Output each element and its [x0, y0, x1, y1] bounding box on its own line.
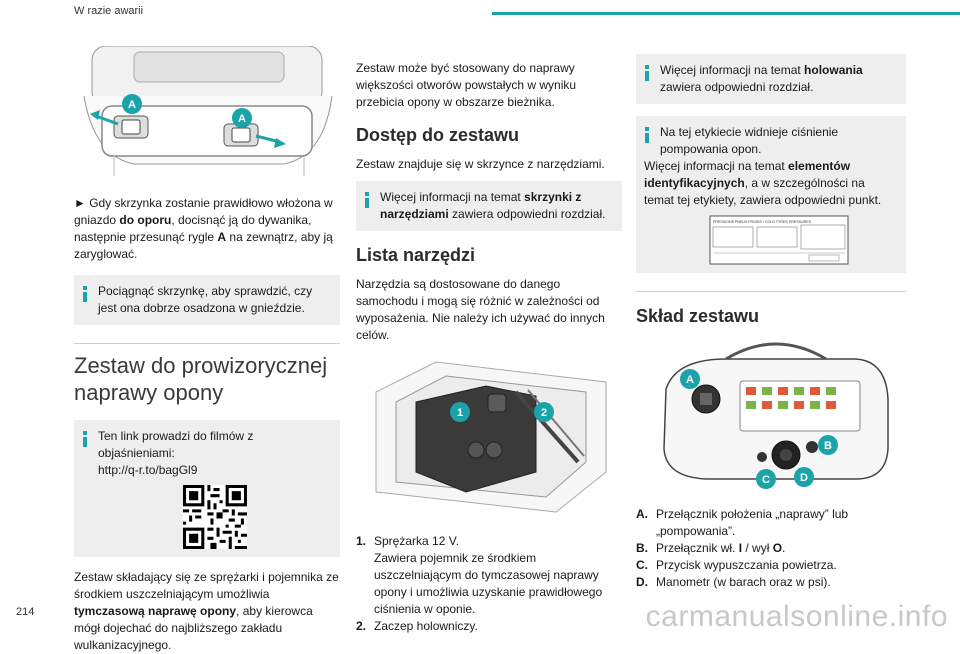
info-icon: [365, 192, 369, 208]
kit-intro: Zestaw może być stosowany do naprawy wię…: [356, 61, 577, 109]
figure-label-d: D: [800, 472, 808, 484]
kit-description: Zestaw składający się ze sprężarki i poj…: [74, 570, 339, 652]
figure-label-1: 1: [457, 407, 463, 419]
toolbox-contents-figure: 1 2: [375, 361, 607, 513]
toolbox-latch-figure: A A: [83, 45, 333, 176]
figure-label-b: B: [824, 440, 832, 452]
info-icon: [645, 65, 649, 81]
column-left: A A ► Gdy skrzynka zostanie prawidłowo w…: [74, 45, 340, 654]
heading-kit-composition: Skład zestawu: [636, 306, 760, 326]
list-item: 2. Zaczep holowniczy.: [356, 619, 478, 633]
list-item: 1. Sprężarka 12 V. Zawiera pojemnik ze ś…: [356, 534, 603, 616]
heading-tools-list: Lista narzędzi: [356, 245, 476, 265]
info-box-check-seated: Pociągnąć skrzynkę, aby sprawdzić, czy j…: [74, 275, 340, 325]
list-item: A.Przełącznik położenia „naprawy” lub „p…: [636, 507, 849, 538]
watermark: carmanualsonline.info: [645, 600, 948, 633]
column-right: Więcej informacji na temat holowania zaw…: [636, 54, 906, 591]
step-lock-box: ► Gdy skrzynka zostanie prawidłowo włożo…: [74, 196, 333, 261]
list-item: D.Manometr (w barach oraz w psi).: [636, 575, 831, 589]
compressor-figure: A B C D: [663, 342, 889, 489]
list-item: C.Przycisk wypuszczania powietrza.: [636, 558, 837, 572]
kit-legend: A.Przełącznik położenia „naprawy” lub „p…: [636, 506, 906, 591]
info-box-pressure-label: Na tej etykiecie widnieje ciśnienie pomp…: [636, 116, 906, 273]
label-caption: PRESSIONS PNEUS FROIDS / COLD TYRES PRES…: [713, 220, 812, 224]
page-number: 214: [16, 606, 35, 618]
header-accent-bar: [492, 12, 960, 15]
info-box-towing: Więcej informacji na temat holowania zaw…: [636, 54, 906, 104]
tools-list: 1. Sprężarka 12 V. Zawiera pojemnik ze ś…: [356, 533, 622, 635]
figure-label-a2: A: [238, 113, 246, 125]
figure-label-a1: A: [128, 99, 136, 111]
video-link[interactable]: http://q-r.to/bagGl9: [98, 463, 198, 477]
access-text: Zestaw znajduje się w skrzynce z narzędz…: [356, 157, 605, 171]
info-box-video-link: Ten link prowadzi do filmów z objaśnieni…: [74, 420, 340, 557]
column-middle: Zestaw może być stosowany do naprawy wię…: [356, 60, 622, 635]
tyre-pressure-label-image: PRESSIONS PNEUS FROIDS / COLD TYRES PRES…: [709, 215, 849, 265]
qr-code[interactable]: [183, 485, 247, 549]
figure-label-a: A: [686, 374, 694, 386]
list-item: B.Przełącznik wł. I / wył O.: [636, 541, 786, 555]
section-divider: [636, 291, 906, 292]
tools-text: Narzędzia są dostosowane do danego samoc…: [356, 277, 605, 342]
figure-label-c: C: [762, 474, 770, 486]
section-title-repair-kit: Zestaw do prowizorycznej naprawy opony: [74, 353, 328, 405]
heading-access: Dostęp do zestawu: [356, 125, 520, 145]
info-icon: [645, 127, 649, 143]
info-icon: [83, 431, 87, 447]
info-icon: [83, 286, 87, 302]
section-header: W razie awarii: [74, 5, 144, 17]
info-box-toolbox: Więcej informacji na temat skrzynki z na…: [356, 181, 622, 231]
section-divider: [74, 343, 340, 344]
figure-label-2: 2: [541, 407, 547, 419]
